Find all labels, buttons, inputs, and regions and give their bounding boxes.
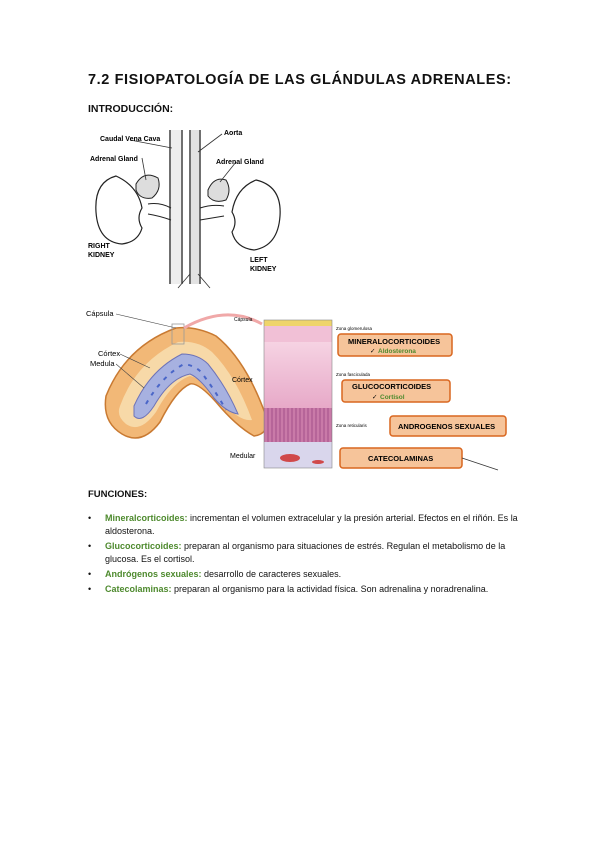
box-glucocorticoides-sub: Cortisol [380,394,405,401]
label-left-kidney-1: LEFT [250,257,268,264]
label-cortex-left: Córtex [98,349,120,358]
term-label: Andrógenos sexuales: [105,569,202,579]
check-icon: ✓ [372,394,377,401]
list-item: • Catecolaminas: preparan al organismo pa… [88,583,528,596]
label-zona-reticular: Zona reticularis [336,423,368,428]
bullet-icon: • [88,569,92,579]
term-description: preparan al organismo para la actividad … [171,584,489,594]
label-adrenal-gland-left: Adrenal Gland [90,156,138,163]
label-zona-fasciculada: Zona fasciculada [336,372,371,377]
label-left-kidney-2: KIDNEY [250,266,277,273]
bullet-icon: • [88,513,92,523]
list-item: • Andrógenos sexuales: desarrollo de cara… [88,568,528,581]
label-capsula-small: Cápsula [234,317,253,323]
label-medula-left: Medula [90,359,115,368]
label-right-kidney-1: RIGHT [88,243,111,250]
label-cortex-right: Córtex [232,377,253,384]
bullet-icon: • [88,541,92,551]
term-description: incrementan el volumen extracelular y la… [105,513,518,536]
adrenal-section-figure: Cápsula Córtex Medula Cápsula Córtex Med… [86,309,507,471]
term-label: Glucocorticoides: [105,541,182,551]
list-item: • Mineralcorticoides: incrementan el volu… [88,512,528,538]
box-glucocorticoides-title: GLUCOCORTICOIDES [352,382,431,391]
list-item: • Glucocorticoides: preparan al organismo… [88,540,528,566]
box-mineralocorticoides-title: MINERALOCORTICOIDES [348,337,440,346]
label-caudal-vena-cava: Caudal Vena Cava [100,136,160,143]
funciones-list: • Mineralcorticoides: incrementan el volu… [88,512,528,598]
funciones-heading: FUNCIONES: [88,489,148,500]
box-mineralocorticoides-sub: Aldosterona [378,348,416,355]
term-label: Catecolaminas: [105,584,172,594]
term-description: preparan al organismo para situaciones d… [105,541,506,564]
term-label: Mineralcorticoides: [105,513,188,523]
check-icon: ✓ [370,348,375,355]
box-androgenos-sexuales-title: ANDROGENOS SEXUALES [398,422,495,431]
bullet-icon: • [88,584,92,594]
section-subtitle: INTRODUCCIÓN: [88,103,174,115]
label-right-kidney-2: KIDNEY [88,252,115,259]
kidney-adrenal-figure: Caudal Vena Cava Aorta Adrenal Gland Adr… [88,130,281,289]
label-zona-glomerulosa: Zona glomerulosa [336,326,373,331]
page-title: 7.2 FISIOPATOLOGÍA DE LAS GLÁNDULAS ADRE… [88,72,512,88]
label-adrenal-gland-right: Adrenal Gland [216,159,264,166]
term-description: desarrollo de caracteres sexuales. [201,569,342,579]
box-glucocorticoides [341,379,451,403]
box-catecolaminas-title: CATECOLAMINAS [368,454,433,463]
box-androgenos-sexuales [389,415,507,437]
label-capsula: Cápsula [86,309,114,318]
box-mineralocorticoides [337,333,453,357]
label-medular: Medular [230,453,256,460]
label-aorta: Aorta [224,130,242,137]
